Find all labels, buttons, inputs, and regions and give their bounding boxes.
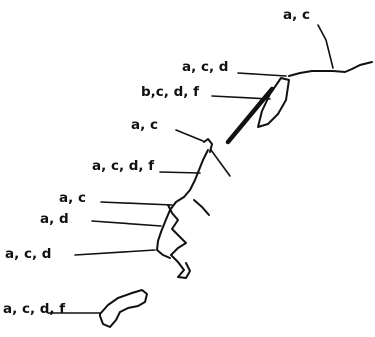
feature-labels: a, c a, c, d b,c, d, f a, c a, c, d, f a…: [3, 7, 310, 317]
label-ridge-junction: a, c, d: [182, 59, 228, 75]
leader-lines: [47, 24, 334, 314]
specimen-outline: [99, 61, 373, 328]
label-upper-fragment: b,c, d, f: [141, 84, 199, 100]
label-hook: a, c: [131, 117, 158, 133]
label-main-body: a, c, d, f: [92, 158, 154, 174]
label-lower-notch: a, c: [59, 190, 86, 206]
label-lower-lobe: a, c, d: [5, 246, 51, 262]
label-ridge: a, c: [283, 7, 310, 23]
label-lower-edge: a, d: [40, 211, 69, 227]
label-isolated-piece: a, c, d, f: [3, 301, 65, 317]
